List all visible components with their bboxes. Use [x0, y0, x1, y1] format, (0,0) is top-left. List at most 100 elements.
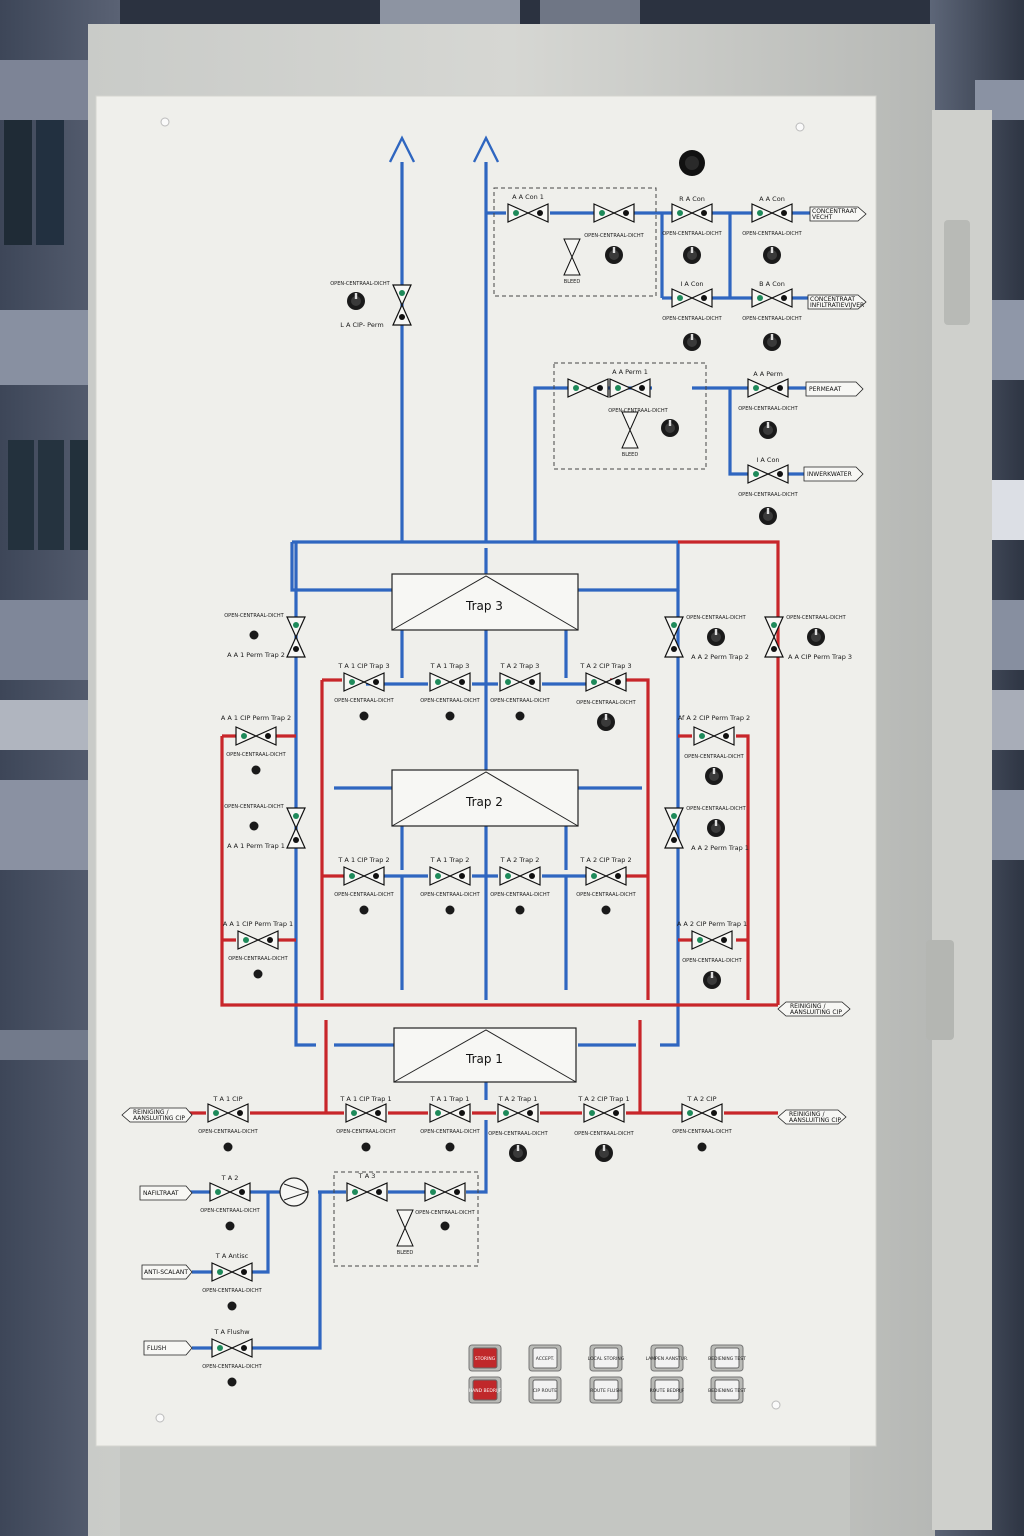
selector-knob[interactable]	[707, 819, 725, 837]
mode-label: OPEN-CENTRAAL-DICHT	[742, 231, 802, 237]
pushbutton-1[interactable]: STORING	[468, 1344, 502, 1372]
selector-knob[interactable]	[705, 767, 723, 785]
selector-knob[interactable]	[661, 419, 679, 437]
button-panel: STORING ACCEPT. LOCAL STORING LAMPEN AANSTU…	[468, 1344, 746, 1404]
pushbutton-2[interactable]: ACCEPT.	[528, 1344, 562, 1372]
valve-aa2-cip-perm-trap2[interactable]: Af A 2 CIP Perm Trap 2OPEN-CENTRAAL-DICH…	[678, 714, 750, 785]
mode-label: OPEN-CENTRAAL-DICHT	[334, 892, 394, 898]
tag-permeaat: PERMEAAT	[805, 381, 864, 397]
mode-label: OPEN-CENTRAAL-DICHT	[662, 231, 722, 237]
tag-reiniging-left: REINIGING / AANSLUITING CIP	[121, 1107, 193, 1123]
pushbutton-8[interactable]: ROUTE FLUSH	[589, 1376, 623, 1404]
valve-label: T A 2 CIP Trap 2	[579, 856, 631, 864]
svg-text:AANSLUITING CIP: AANSLUITING CIP	[790, 1009, 842, 1016]
selector-knob[interactable]	[683, 246, 701, 264]
pushbutton-label: LAMPEN AANSTUR.	[646, 1356, 689, 1362]
mode-label: OPEN-CENTRAAL-DICHT	[224, 613, 284, 619]
mode-label: OPEN-CENTRAAL-DICHT	[202, 1288, 262, 1294]
valve-label: T A 2	[221, 1174, 239, 1182]
pushbutton-5[interactable]: BEDIENING TEST	[708, 1344, 746, 1372]
svg-text:CONCENTRAAT: CONCENTRAAT	[810, 296, 855, 303]
status-led	[253, 969, 263, 979]
pushbutton-7[interactable]: CIP ROUTE	[528, 1376, 562, 1404]
main-selector-knob[interactable]	[679, 150, 705, 176]
destination-tags: CONCENTRAAT VECHT CONCENTRAAT INFILTRATI…	[121, 206, 867, 1356]
mode-label: OPEN-CENTRAAL-DICHT	[226, 752, 286, 758]
pushbutton-4[interactable]: LAMPEN AANSTUR.	[646, 1344, 689, 1372]
valve-label: A A 2 Perm Trap 2	[691, 653, 749, 661]
selector-knob[interactable]	[759, 421, 777, 439]
selector-knob[interactable]	[509, 1144, 527, 1162]
valve-label: T A 1 CIP Trap 1	[339, 1095, 391, 1103]
pushbutton-label: STORING	[475, 1356, 496, 1362]
pushbutton-3[interactable]: LOCAL STORING	[588, 1344, 625, 1372]
status-led	[249, 821, 259, 831]
mode-label: OPEN-CENTRAAL-DICHT	[336, 1129, 396, 1135]
selector-knob[interactable]	[595, 1144, 613, 1162]
mode-label: OPEN-CENTRAAL-DICHT	[420, 892, 480, 898]
pushbutton-9[interactable]: ROUTE BEDRIJF	[650, 1376, 685, 1404]
status-led	[445, 1142, 455, 1152]
pushbutton-label: ROUTE FLUSH	[590, 1388, 621, 1394]
trap-1-label: Trap 1	[465, 1052, 503, 1066]
selector-knob[interactable]	[763, 246, 781, 264]
selector-knob[interactable]	[763, 333, 781, 351]
mode-label: OPEN-CENTRAAL-DICHT	[686, 806, 746, 812]
selector-knob[interactable]	[683, 333, 701, 351]
selector-knob[interactable]	[605, 246, 623, 264]
pushbutton-label: LOCAL STORING	[588, 1356, 625, 1362]
valve-ta1-cip-trap1[interactable]: T A 1 CIP Trap 1 OPEN-CENTRAAL-DICHT	[336, 1095, 397, 1152]
panel-screws	[155, 117, 805, 1423]
valve-label: A A 1 CIP Perm Trap 1	[223, 920, 293, 928]
pushbutton-6[interactable]: HAND BEDRIJF	[468, 1376, 502, 1404]
valve-label: A A 2 CIP Perm Trap 1	[677, 920, 747, 928]
selector-knob[interactable]	[807, 628, 825, 646]
selector-knob[interactable]	[759, 507, 777, 525]
status-led	[223, 1142, 233, 1152]
mode-label: OPEN-CENTRAAL-DICHT	[202, 1364, 262, 1370]
selector-knob[interactable]	[347, 292, 365, 310]
pushbutton-10[interactable]: BEDIENING TEST	[708, 1376, 746, 1404]
selector-knob[interactable]	[707, 628, 725, 646]
selector-knob[interactable]	[597, 713, 615, 731]
status-led	[225, 1221, 235, 1231]
tag-anti-scalant: ANTI-SCALANT	[141, 1264, 193, 1280]
selector-knob[interactable]	[703, 971, 721, 989]
pushbutton-label: BEDIENING TEST	[708, 1356, 746, 1362]
